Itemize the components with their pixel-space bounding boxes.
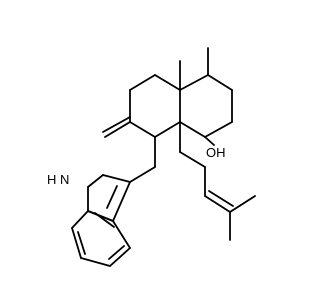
hydroxyl-label: OH [206, 145, 226, 160]
molecule-structure: H N OH [47, 47, 256, 267]
atom-labels: H N OH [47, 145, 226, 187]
nh-nitrogen-label: N [60, 172, 69, 187]
nh-hydrogen-label: H [47, 172, 56, 187]
bond-lines [71, 47, 256, 267]
